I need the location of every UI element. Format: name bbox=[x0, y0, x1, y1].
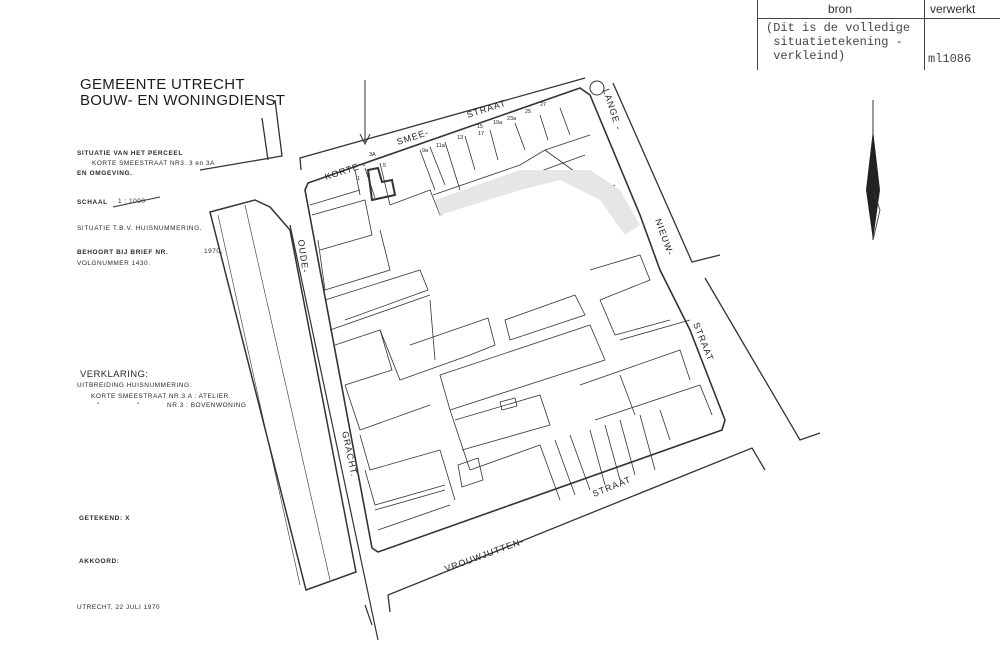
scale-value: 1 : 1000 bbox=[118, 198, 146, 205]
drawn-by: GETEKEND: X bbox=[79, 515, 131, 522]
canal-oudegracht bbox=[209, 199, 357, 591]
north-arrow-icon bbox=[866, 100, 881, 241]
house-number: 11a bbox=[436, 143, 446, 149]
scale-label: SCHAAL bbox=[77, 199, 108, 206]
street-label-korte: KORTE - bbox=[324, 159, 368, 182]
street-label-nieuw: NIEUW- bbox=[653, 217, 676, 257]
house-number: 23a bbox=[507, 116, 517, 122]
street-label-oude: OUDE- bbox=[296, 239, 311, 274]
house-number: 3A bbox=[369, 152, 376, 158]
street-edge-lange-nieuwstraat bbox=[612, 82, 821, 441]
house-number: 9a bbox=[422, 148, 429, 154]
situation-line-2: KORTE SMEESTRAAT NR3. 3 en 3A bbox=[92, 160, 215, 167]
arrow-pointer bbox=[359, 80, 371, 146]
ditto-mark: " bbox=[97, 402, 100, 409]
parcel-highlight-3-3a bbox=[366, 166, 397, 202]
column-header-source: bron bbox=[828, 2, 853, 16]
scale-underline bbox=[112, 196, 161, 208]
canal-inner-line bbox=[217, 204, 331, 586]
column-header-processed: verwerkt bbox=[930, 2, 976, 16]
table-divider bbox=[924, 0, 925, 70]
sequence-number: VOLGNUMMER 1430. bbox=[77, 260, 151, 267]
street-label-straat-bottom: STRAAT bbox=[591, 474, 633, 499]
house-number: 3 bbox=[367, 173, 370, 179]
house-number: 25 bbox=[525, 109, 531, 115]
situation-line-1: SITUATIE VAN HET PERCEEL bbox=[77, 150, 183, 157]
source-line: (Dit is de volledige bbox=[766, 21, 911, 35]
boundary-line bbox=[199, 99, 283, 171]
house-numbers: 1 3 3A 5 9a 11a 13 15 17 19a 23a 25 27 bbox=[357, 102, 546, 182]
source-line: verkleind) bbox=[766, 49, 846, 63]
canal-right-edge bbox=[289, 224, 379, 641]
source-line: situatietekening - bbox=[766, 35, 903, 49]
house-number: 17 bbox=[478, 131, 484, 137]
processed-value: ml1086 bbox=[928, 52, 972, 66]
title-line-2: BOUW- EN WONINGDIENST bbox=[80, 92, 286, 109]
source-table: bron verwerkt (Dit is de volledige situa… bbox=[757, 0, 1000, 70]
table-divider bbox=[758, 18, 1000, 19]
house-number: 19a bbox=[493, 120, 503, 126]
house-number: 1 bbox=[357, 176, 360, 182]
street-edge-korte-smeestraat bbox=[299, 77, 586, 171]
situation-line-3: EN OMGEVING. bbox=[77, 170, 133, 177]
block-outline bbox=[304, 87, 726, 553]
declaration-line-2: KORTE SMEESTRAAT NR.3 A : ATELIER. bbox=[91, 393, 232, 400]
place-date: UTRECHT, 22 JULI 1970 bbox=[77, 604, 161, 611]
declaration-line-1: UITBREIDING HUISNUMMERING: bbox=[77, 382, 192, 389]
corner-circle bbox=[589, 80, 605, 96]
declaration-heading: VERKLARING: bbox=[80, 369, 149, 380]
shaded-area bbox=[435, 170, 640, 235]
house-number: 27 bbox=[540, 102, 546, 108]
purpose: SITUATIE T.B.V. HUISNUMMERING. bbox=[77, 225, 203, 232]
letter-year: 1970, bbox=[204, 248, 223, 255]
house-number: 15 bbox=[477, 124, 483, 130]
street-label-straat-top: STRAAT bbox=[466, 98, 508, 120]
street-label-vrouwjutten: VROUWJUTTEN- bbox=[443, 536, 525, 574]
agreed: AKKOORD: bbox=[79, 558, 120, 565]
street-label-lange: LANGE - bbox=[601, 88, 624, 132]
title-line-1: GEMEENTE UTRECHT bbox=[80, 76, 245, 93]
ditto-mark: " bbox=[137, 402, 140, 409]
letter-label: BEHOORT BIJ BRIEF NR. bbox=[77, 249, 169, 256]
house-number: 5 bbox=[383, 163, 386, 169]
street-label-gracht: GRACHT. bbox=[340, 430, 359, 478]
street-edge-vrouwjuttenstraat bbox=[387, 447, 766, 613]
house-number: 13 bbox=[457, 135, 463, 141]
declaration-line-3: NR.3 : BOVENWONING bbox=[167, 402, 247, 409]
